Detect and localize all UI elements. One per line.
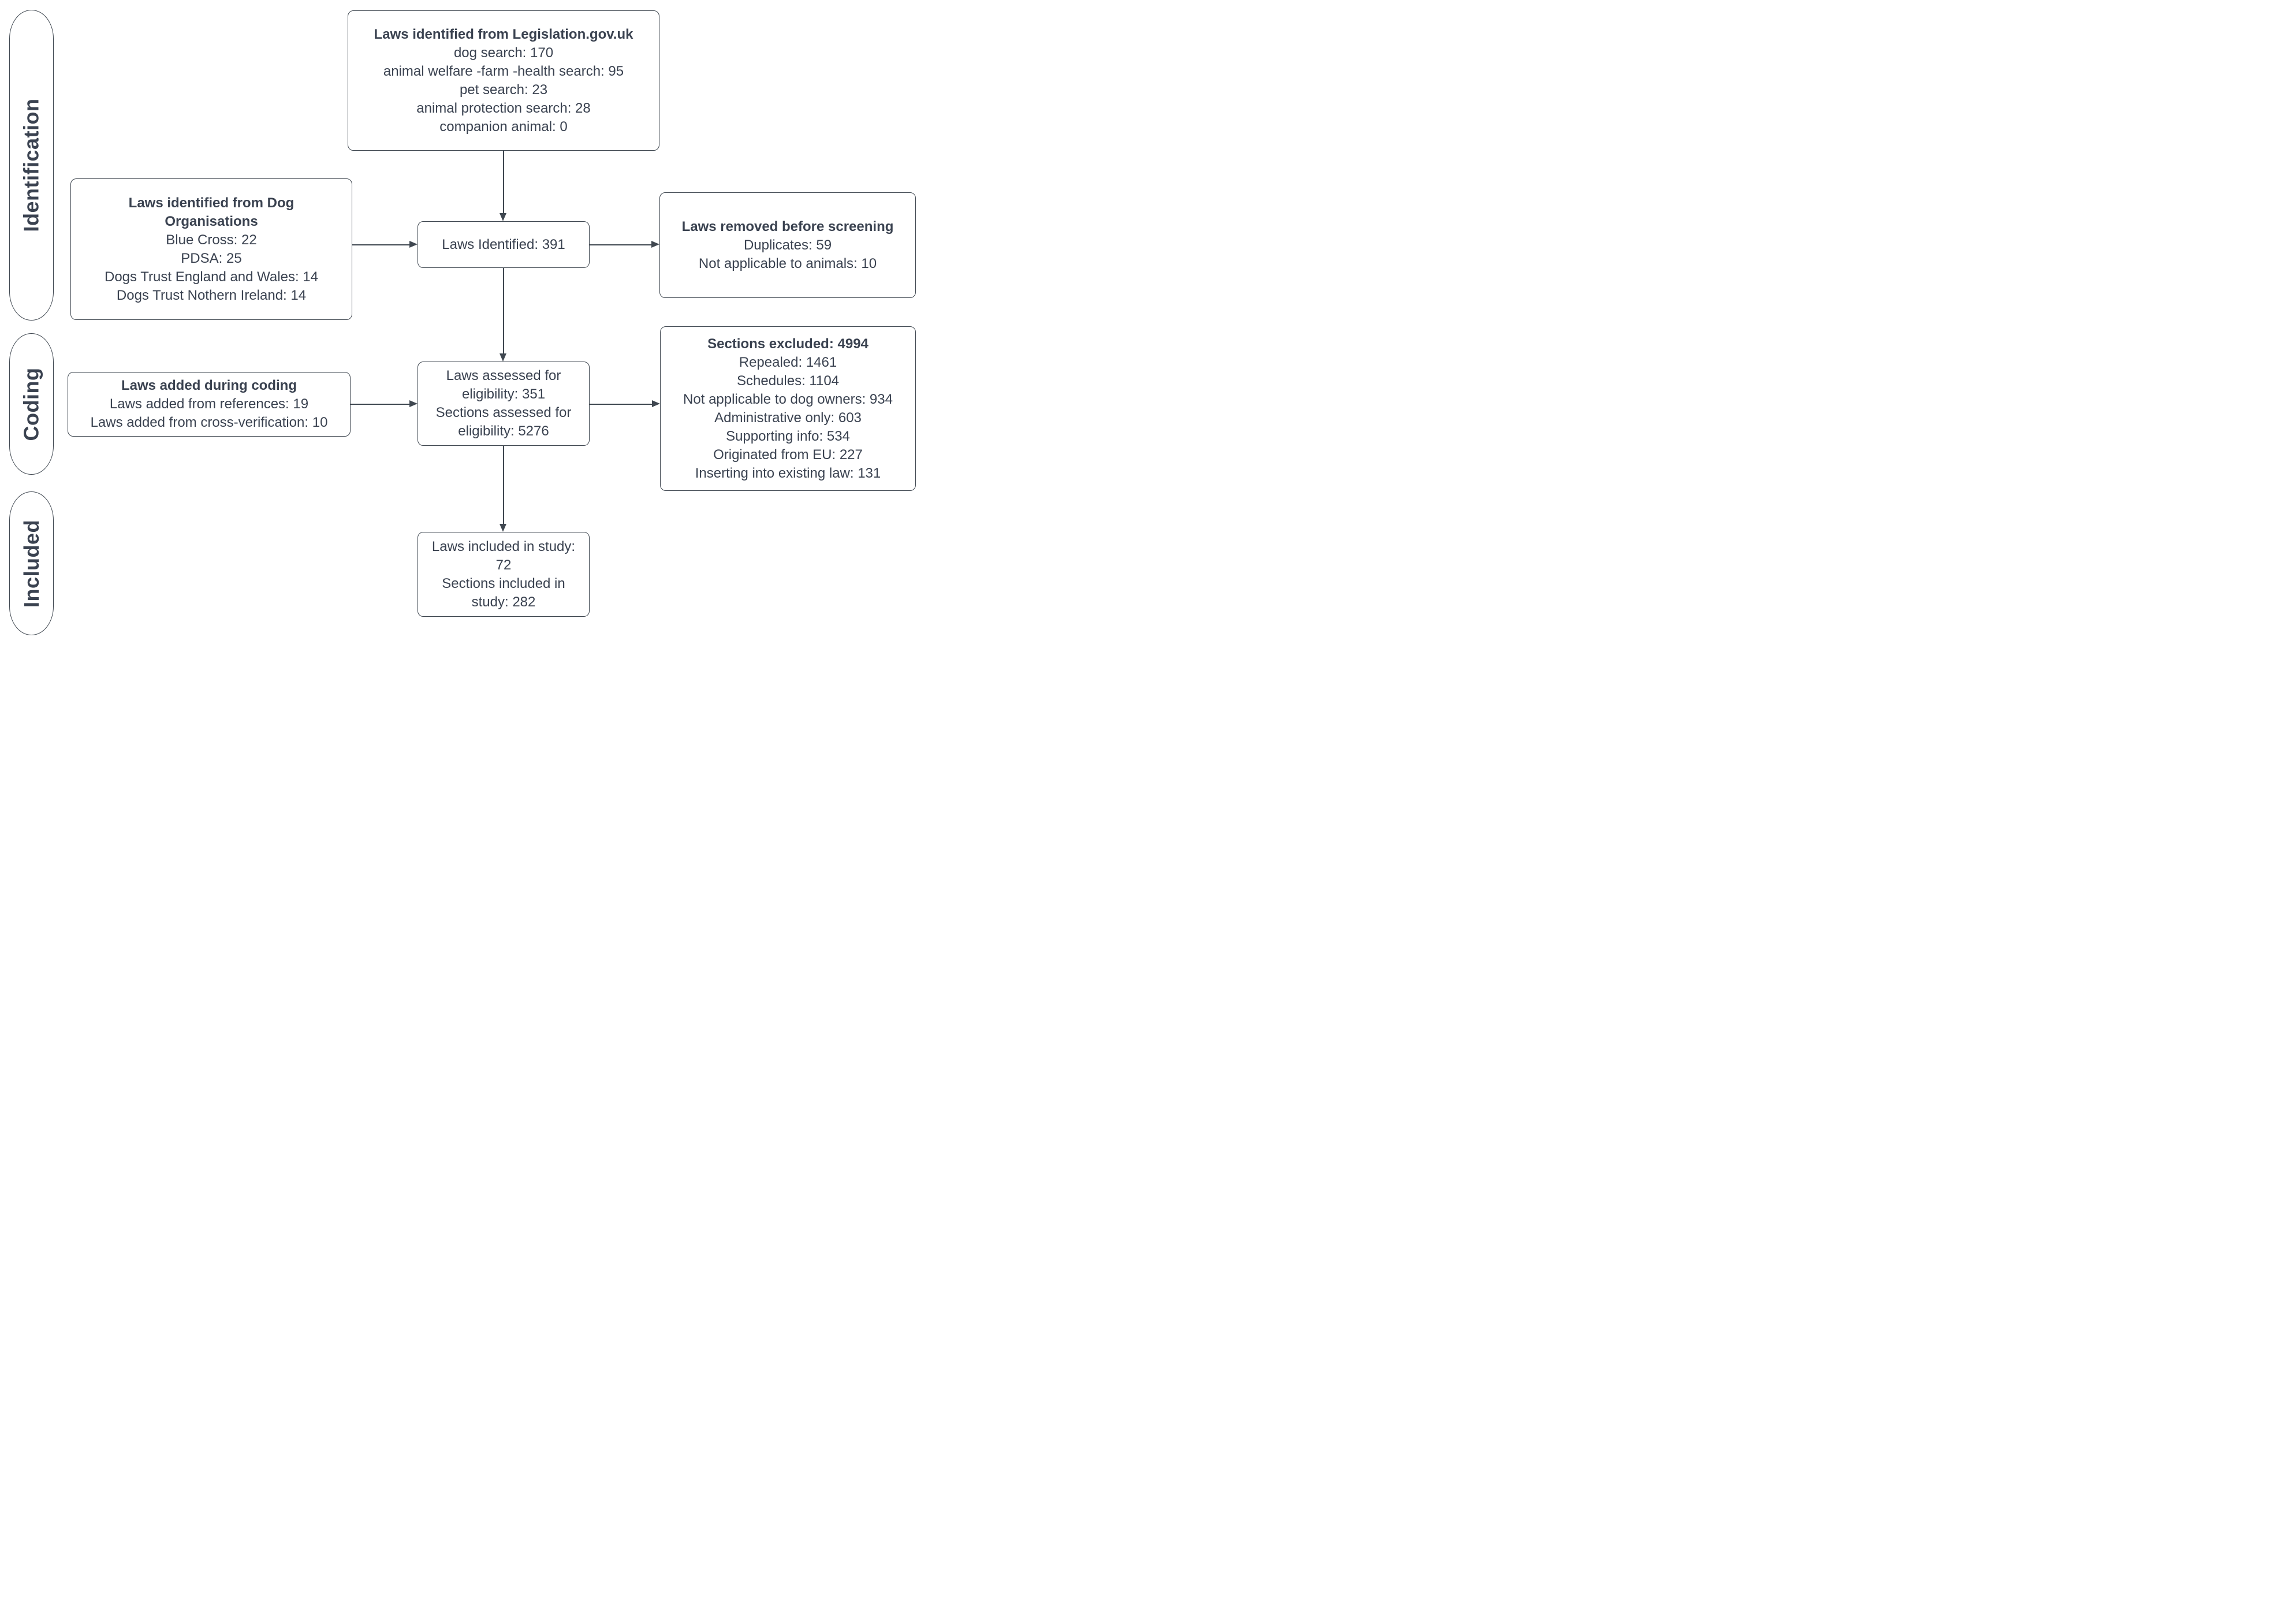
box-laws-assessed-for-eligibility: Laws assessed for eligibility: 351 Secti… (418, 362, 590, 446)
box-title: Laws identified from Dog (128, 195, 295, 211)
stat-line: dog search: 170 (453, 44, 554, 61)
arrowhead-down-icon (500, 213, 506, 221)
stat-line: animal welfare -farm -health search: 95 (383, 63, 624, 79)
connector-dogorgs-to-identified (352, 244, 411, 245)
connector-identified-to-assessed (503, 268, 504, 353)
arrowhead-right-icon (652, 400, 660, 407)
box-sections-excluded: Sections excluded: 4994 Repealed: 1461 S… (660, 326, 916, 491)
stage-label-identification: Identification (19, 98, 43, 232)
stat-line: Administrative only: 603 (714, 409, 862, 426)
box-laws-identified-total: Laws Identified: 391 (418, 221, 590, 268)
box-title: Organisations (165, 213, 258, 229)
box-title: Laws added during coding (121, 378, 297, 393)
stage-coding: Coding (9, 333, 54, 475)
connector-legislation-to-identified (503, 151, 504, 214)
stat-line: Dogs Trust Nothern Ireland: 14 (116, 287, 307, 303)
box-laws-identified-legislation: Laws identified from Legislation.gov.uk … (348, 10, 659, 151)
box-laws-added-during-coding: Laws added during coding Laws added from… (68, 372, 351, 437)
stat-line: Laws assessed for (446, 368, 561, 383)
stage-identification: Identification (9, 10, 54, 321)
stat-line: Not applicable to dog owners: 934 (683, 391, 893, 407)
connector-assessed-to-excluded (590, 404, 653, 405)
stat-line: Supporting info: 534 (726, 428, 850, 444)
stat-line: Not applicable to animals: 10 (698, 255, 877, 271)
stage-label-coding: Coding (19, 367, 43, 441)
arrowhead-right-icon (409, 241, 418, 248)
stat-line: Originated from EU: 227 (713, 446, 863, 463)
stat-line: eligibility: 5276 (458, 423, 549, 439)
stage-label-included: Included (19, 519, 43, 608)
stat-line: Duplicates: 59 (743, 237, 832, 253)
box-title: Laws identified from Legislation.gov.uk (374, 26, 633, 42)
stat-line: Laws added from cross-verification: 10 (90, 415, 328, 430)
box-title: Sections excluded: 4994 (707, 336, 869, 352)
stat-line: Dogs Trust England and Wales: 14 (105, 269, 318, 285)
stat-line: Laws added from references: 19 (109, 396, 309, 412)
stat-line: Laws Identified: 391 (442, 236, 565, 252)
box-title: Laws removed before screening (681, 218, 894, 234)
stat-line: study: 282 (471, 594, 536, 610)
stat-line: Repealed: 1461 (739, 354, 837, 370)
connector-identified-to-removed (590, 244, 653, 245)
arrowhead-right-icon (651, 241, 659, 248)
stat-line: Sections assessed for (435, 405, 572, 420)
stat-line: Blue Cross: 22 (166, 232, 257, 248)
stat-line: Laws included in study: (431, 538, 576, 554)
stat-line: Schedules: 1104 (736, 372, 840, 389)
arrowhead-right-icon (409, 400, 418, 407)
prisma-flow-diagram: Identification Coding Included Laws iden… (0, 0, 918, 645)
stat-line: pet search: 23 (459, 81, 548, 98)
stat-line: 72 (495, 557, 512, 573)
box-laws-included-in-study: Laws included in study: 72 Sections incl… (418, 532, 590, 617)
connector-assessed-to-included (503, 446, 504, 524)
stat-line: Sections included in (442, 575, 565, 591)
stat-line: companion animal: 0 (439, 118, 568, 135)
stat-line: PDSA: 25 (181, 250, 242, 266)
stage-included: Included (9, 491, 54, 635)
arrowhead-down-icon (500, 524, 506, 532)
box-laws-removed-before-screening: Laws removed before screening Duplicates… (659, 192, 916, 298)
box-laws-identified-dog-organisations: Laws identified from Dog Organisations B… (70, 178, 352, 320)
stat-line: animal protection search: 28 (416, 100, 591, 116)
connector-added-to-assessed (351, 404, 411, 405)
stat-line: Inserting into existing law: 131 (695, 465, 881, 481)
arrowhead-down-icon (500, 353, 506, 362)
stat-line: eligibility: 351 (461, 386, 546, 402)
